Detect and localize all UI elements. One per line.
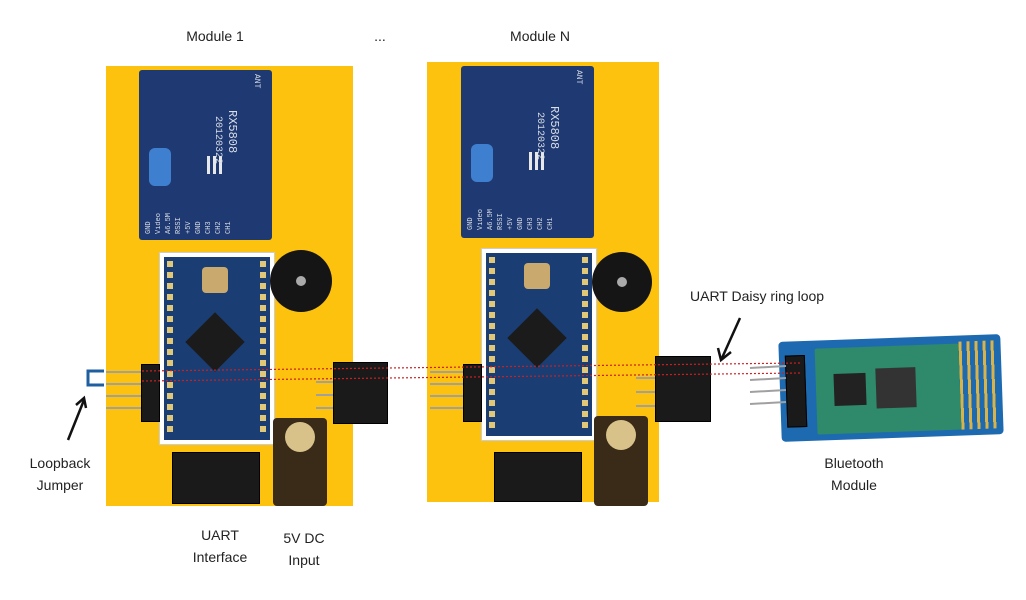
module-1-buzzer — [270, 250, 332, 312]
loopback-arrow — [66, 399, 86, 441]
module-1-uart-header — [172, 452, 260, 504]
dc-input-label: 5V DC Input — [283, 530, 325, 568]
header-pins — [106, 365, 787, 409]
module-n-right-header — [655, 356, 711, 422]
module-1-dc-jack — [273, 418, 327, 506]
daisy-arrow-head — [716, 347, 732, 363]
module-n-arduino — [482, 249, 596, 440]
daisy-ring-lines — [141, 362, 801, 382]
daisy-arrow — [720, 317, 742, 359]
ellipsis: ... — [374, 28, 386, 44]
module-1-arduino — [160, 253, 274, 444]
module-1-left-header — [141, 364, 160, 422]
loopback-arrow-head — [75, 395, 88, 409]
module-1-right-header — [333, 362, 388, 424]
module-n-title: Module N — [510, 28, 570, 44]
loopback-jumper — [86, 369, 104, 387]
annotation-arrows — [66, 317, 742, 441]
loopback-label: Loopback Jumper — [29, 455, 91, 493]
module-n-uart-header — [494, 452, 582, 502]
module-1-rx5808: RX5808 20120322 ANT GND Video A6.5M RSSI… — [139, 70, 272, 240]
daisy-line-lower — [141, 372, 801, 382]
uart-daisy-label: UART Daisy ring loop — [690, 288, 825, 304]
bluetooth-label: Bluetooth Module — [824, 455, 884, 493]
uart-interface-label: UART Interface — [192, 527, 248, 565]
module-n-left-header — [463, 364, 482, 422]
module-1-title: Module 1 — [186, 28, 244, 44]
module-n-dc-jack — [594, 416, 648, 506]
module-n-buzzer — [592, 252, 652, 312]
daisy-line-upper — [141, 362, 801, 372]
module-n-rx5808: RX5808 20120322 ANT GND Video A6.5M RSSI… — [461, 66, 594, 238]
